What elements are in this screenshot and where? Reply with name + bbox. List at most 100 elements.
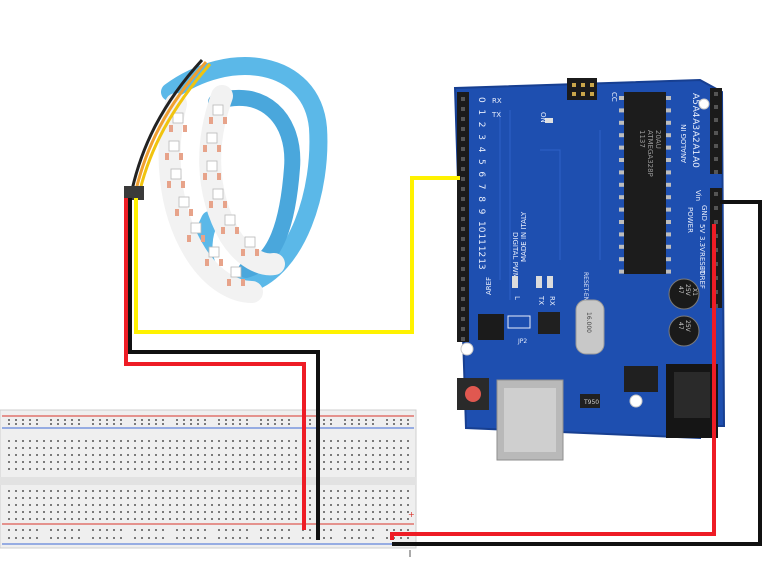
breadboard-hole xyxy=(120,440,122,442)
breadboard-hole xyxy=(344,461,346,463)
breadboard-hole xyxy=(22,440,24,442)
breadboard-hole xyxy=(127,490,129,492)
breadboard-hole xyxy=(183,461,185,463)
breadboard-hole xyxy=(274,468,276,470)
breadboard-hole xyxy=(379,497,381,499)
breadboard-hole xyxy=(407,511,409,513)
breadboard-hole xyxy=(15,504,17,506)
breadboard-hole xyxy=(176,461,178,463)
breadboard-hole xyxy=(127,504,129,506)
header-pin xyxy=(461,267,465,271)
breadboard-hole xyxy=(57,461,59,463)
rail-hole xyxy=(267,419,269,421)
breadboard-hole xyxy=(393,447,395,449)
rail-hole xyxy=(15,529,17,531)
rail-hole xyxy=(190,537,192,539)
breadboard-hole xyxy=(407,454,409,456)
breadboard-hole xyxy=(358,511,360,513)
rail-hole xyxy=(113,529,115,531)
breadboard-hole xyxy=(148,511,150,513)
breadboard-hole xyxy=(169,454,171,456)
breadboard-hole xyxy=(239,511,241,513)
breadboard-hole xyxy=(288,454,290,456)
analog-in-label: ANALOG IN xyxy=(680,124,688,163)
rail-hole xyxy=(120,419,122,421)
breadboard-hole xyxy=(190,504,192,506)
breadboard-hole xyxy=(309,468,311,470)
breadboard-hole xyxy=(330,447,332,449)
breadboard-hole xyxy=(99,461,101,463)
breadboard-hole xyxy=(232,497,234,499)
rail-hole xyxy=(92,423,94,425)
analog-pin-label: A1 xyxy=(690,143,700,155)
breadboard-hole xyxy=(246,447,248,449)
strip-led xyxy=(212,188,224,200)
rail-hole xyxy=(36,529,38,531)
icsp-pin xyxy=(590,92,594,96)
breadboard-hole xyxy=(330,461,332,463)
made-in-italy: MADE IN ITALY xyxy=(520,211,528,262)
breadboard-hole xyxy=(344,518,346,520)
chip-pin xyxy=(619,170,624,175)
rail-hole xyxy=(400,529,402,531)
breadboard-hole xyxy=(92,518,94,520)
breadboard-hole xyxy=(57,440,59,442)
breadboard-hole xyxy=(225,440,227,442)
breadboard-hole xyxy=(365,490,367,492)
breadboard-hole xyxy=(127,440,129,442)
breadboard-hole xyxy=(127,468,129,470)
chip-pin xyxy=(619,269,624,274)
digital-pin-label: 2 xyxy=(476,122,486,128)
breadboard-hole xyxy=(113,497,115,499)
breadboard-hole xyxy=(386,511,388,513)
header-pin xyxy=(461,147,465,151)
breadboard-hole xyxy=(155,504,157,506)
breadboard-hole xyxy=(365,454,367,456)
breadboard-hole xyxy=(64,454,66,456)
breadboard-hole xyxy=(267,461,269,463)
rail-hole xyxy=(309,537,311,539)
breadboard-hole xyxy=(281,447,283,449)
breadboard-hole xyxy=(246,454,248,456)
breadboard-hole xyxy=(106,454,108,456)
breadboard-hole xyxy=(337,454,339,456)
strip-led-pad xyxy=(209,117,213,124)
breadboard-hole xyxy=(393,461,395,463)
chip-pin xyxy=(666,96,671,100)
breadboard-hole xyxy=(134,461,136,463)
breadboard-hole xyxy=(99,440,101,442)
breadboard-hole xyxy=(344,511,346,513)
breadboard-hole xyxy=(400,454,402,456)
rail-hole xyxy=(239,537,241,539)
breadboard-hole xyxy=(372,461,374,463)
breadboard-hole xyxy=(127,447,129,449)
breadboard-hole xyxy=(267,468,269,470)
breadboard-hole xyxy=(78,504,80,506)
breadboard-hole xyxy=(337,461,339,463)
header-pin xyxy=(461,107,465,111)
breadboard-hole xyxy=(253,461,255,463)
breadboard-hole xyxy=(141,497,143,499)
breadboard-hole xyxy=(71,447,73,449)
strip-leds xyxy=(165,104,259,286)
rail-hole xyxy=(36,419,38,421)
breadboard-hole xyxy=(197,447,199,449)
breadboard-hole xyxy=(344,447,346,449)
rail-hole xyxy=(260,419,262,421)
breadboard-hole xyxy=(281,518,283,520)
rail-hole xyxy=(78,537,80,539)
rail-hole xyxy=(197,529,199,531)
breadboard-hole xyxy=(99,454,101,456)
rail-hole xyxy=(323,537,325,539)
breadboard-hole xyxy=(239,468,241,470)
breadboard-hole xyxy=(127,497,129,499)
breadboard-hole xyxy=(365,461,367,463)
header-pin xyxy=(461,177,465,181)
breadboard-hole xyxy=(190,461,192,463)
breadboard-hole xyxy=(176,468,178,470)
breadboard-hole xyxy=(330,490,332,492)
breadboard-hole xyxy=(120,468,122,470)
breadboard-hole xyxy=(64,497,66,499)
rail-hole xyxy=(407,419,409,421)
rail-hole xyxy=(323,419,325,421)
